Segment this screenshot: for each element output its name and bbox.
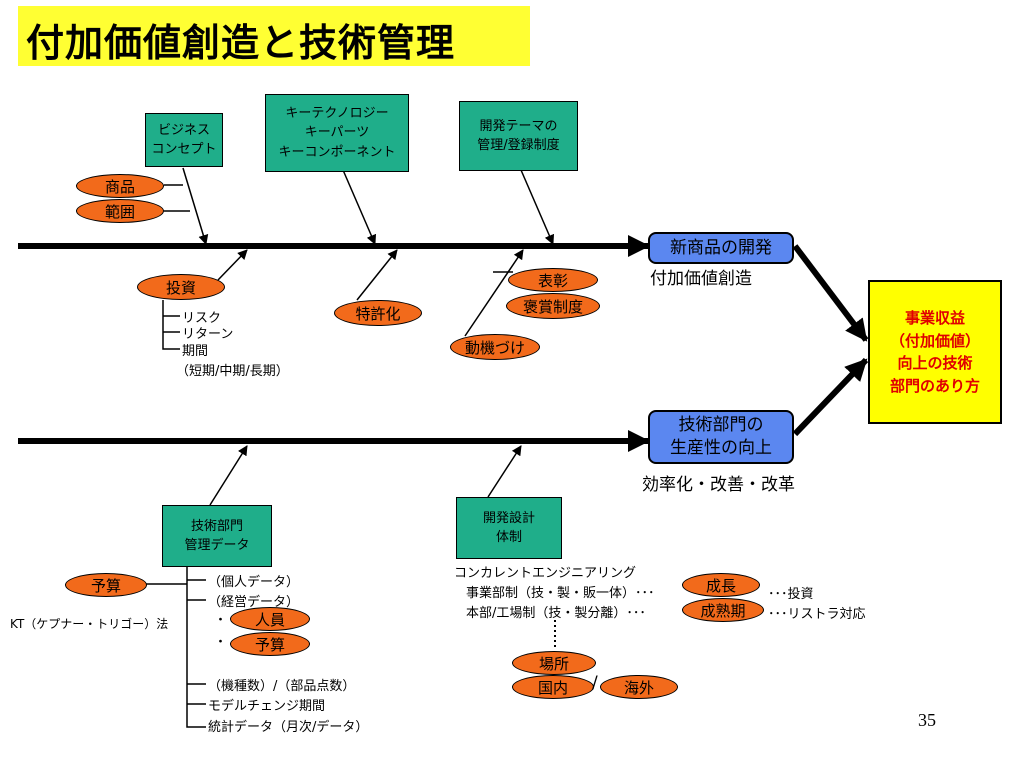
value-creation-label: 付加価値創造 (650, 269, 752, 289)
label-investment: ･･･投資 (768, 587, 814, 602)
outcome-box: 事業収益 （付加価値） 向上の技術 部門のあり方 (868, 280, 1002, 424)
key-technology-box: キーテクノロジー キーパーツ キーコンポーネント (265, 94, 409, 172)
label-restructure: ･･･リストラ対応 (768, 607, 866, 622)
oval-hani: 範囲 (76, 199, 164, 223)
label-stat-data: 統計データ（月次/データ） (208, 720, 369, 735)
oval-basho: 場所 (512, 651, 596, 675)
oval-jinin: 人員 (230, 607, 310, 631)
page-number: 35 (918, 710, 936, 730)
slide-title-banner: 付加価値創造と技術管理 (18, 6, 530, 66)
tech-dept-data-box: 技術部門 管理データ (162, 505, 272, 567)
oval-kaigai: 海外 (600, 675, 678, 699)
oval-seicho: 成長 (682, 573, 760, 597)
oval-hosho: 褒賞制度 (506, 293, 600, 319)
efficiency-label: 効率化・改善・改革 (642, 475, 795, 495)
label-model-change: モデルチェンジ期間 (208, 699, 326, 714)
oval-tokkyo: 特許化 (334, 300, 422, 326)
oval-doki: 動機づけ (450, 334, 540, 360)
label-risk: リスク (182, 311, 222, 326)
oval-yosan: 予算 (230, 632, 310, 656)
label-machine-parts: （機種数）/（部品点数） (208, 679, 356, 694)
dev-design-box: 開発設計 体制 (456, 497, 562, 559)
oval-seijuku: 成熟期 (682, 598, 764, 622)
productivity-box: 技術部門の 生産性の向上 (648, 410, 794, 464)
oval-kokunai: 国内 (512, 675, 594, 699)
oval-yosan-left: 予算 (65, 573, 147, 597)
label-return: リターン (182, 327, 234, 342)
label-slash: / (592, 673, 598, 693)
label-dot-2: ・ (214, 635, 228, 650)
label-dot-1: ・ (214, 613, 228, 628)
label-hq-factory: 本部/工場制（技・製分離）･･･ (466, 606, 646, 621)
label-management-data: （経営データ） (208, 595, 300, 610)
label-personal-data: （個人データ） (208, 575, 300, 590)
label-concurrent: コンカレントエンジニアリング (454, 566, 637, 581)
oval-hyosho: 表彰 (508, 268, 598, 292)
dev-theme-box: 開発テーマの 管理/登録制度 (459, 101, 578, 171)
label-kt-method: KT（ケプナー・トリゴー）法 (10, 617, 169, 631)
label-division: 事業部制（技・製・販一体）･･･ (466, 586, 655, 601)
oval-toshi: 投資 (137, 274, 225, 300)
new-product-box: 新商品の開発 (648, 232, 794, 264)
arrow-to-outcome-upper (792, 244, 869, 342)
label-period-detail: （短期/中期/長期） (176, 364, 289, 379)
arrow-to-outcome-lower (792, 357, 869, 437)
business-concept-box: ビジネス コンセプト (145, 113, 223, 167)
slide-title: 付加価値創造と技術管理 (26, 21, 456, 65)
label-period: 期間 (182, 344, 209, 359)
oval-shohin: 商品 (76, 174, 164, 198)
